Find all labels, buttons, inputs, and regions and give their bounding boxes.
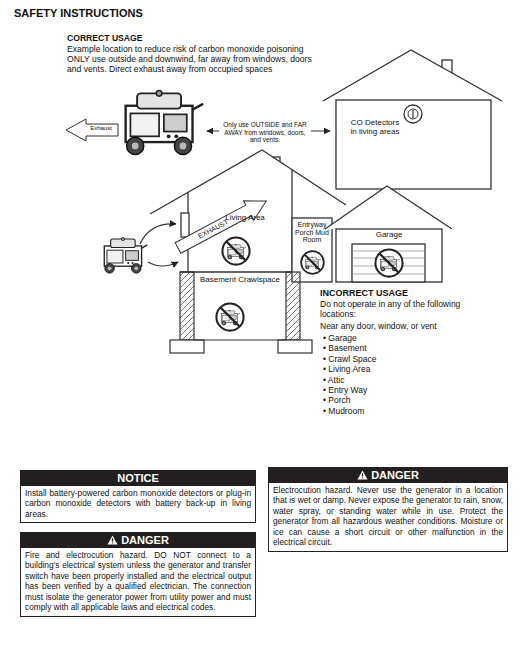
warning-triangle	[357, 470, 368, 480]
room-area: Entryway Porch Mud Room	[293, 221, 331, 244]
exhaust-flow-arrow	[140, 224, 176, 244]
room-label: CO Detectors in living areas	[348, 119, 402, 137]
list-item: • Mudroom	[323, 406, 443, 416]
box-heading: DANGER	[371, 469, 419, 481]
room-label: Living Area	[205, 214, 285, 223]
room-label: Basement Crawlspace	[197, 276, 283, 285]
section-heading: CORRECT USAGE	[67, 33, 325, 43]
list-item: • Living Area	[323, 364, 443, 374]
room-area: Living Area	[205, 214, 285, 223]
prohibited-generator-icon	[375, 249, 402, 276]
instruction-text: Do not operate in any of the following l…	[320, 299, 480, 319]
box-body-text: Install battery-powered carbon monoxide …	[21, 486, 255, 522]
warning-box: DANGER Fire and electrocution hazard. DO …	[20, 532, 256, 617]
room-area: Garage	[340, 231, 438, 240]
room-label: Garage	[340, 231, 438, 240]
box-header: NOTICE	[21, 471, 255, 486]
warning-triangle	[107, 535, 118, 545]
exhaust-arrow	[66, 119, 118, 141]
house-outline	[323, 50, 502, 189]
room-label: Entryway Porch Mud Room	[293, 221, 331, 244]
prohibited-generator-icon	[222, 237, 249, 264]
box-header: DANGER	[269, 468, 507, 483]
list-item: • Attic	[323, 375, 443, 385]
list-item: • Garage	[323, 333, 443, 343]
instruction-text: Example location to reduce risk of carbo…	[67, 44, 325, 74]
co-detector	[404, 105, 422, 123]
room-area: CO Detectors in living areas	[348, 119, 402, 137]
box-body-text: Fire and electrocution hazard. DO NOT co…	[21, 548, 255, 616]
generator	[126, 90, 203, 154]
exhaust-flow-arrow	[148, 262, 178, 266]
warning-box: DANGER Electrocution hazard. Never use th…	[268, 467, 508, 552]
foundation	[170, 272, 312, 353]
list-item: • Basement	[323, 343, 443, 353]
house-outline	[150, 150, 452, 282]
page-title: SAFETY INSTRUCTIONS	[14, 7, 143, 20]
distance-note: Only use OUTSIDE and FAR AWAY from windo…	[219, 120, 311, 145]
list-item: • Crawl Space	[323, 354, 443, 364]
prohibited-generator-icon	[216, 303, 243, 330]
box-body-text: Electrocution hazard. Never use the gene…	[269, 483, 507, 551]
section-heading: INCORRECT USAGE	[320, 288, 500, 299]
room-area: Basement Crawlspace	[197, 276, 283, 285]
box-heading: NOTICE	[117, 472, 159, 484]
box-header: DANGER	[21, 533, 255, 548]
instruction-text: Near any door, window, or vent	[320, 321, 500, 331]
warning-box: NOTICE Install battery-powered carbon mon…	[20, 470, 256, 523]
list-item: • Entry Way	[323, 385, 443, 395]
box-heading: DANGER	[121, 534, 169, 546]
list-item: • Porch	[323, 395, 443, 405]
prohibited-generator-icon	[301, 251, 324, 274]
arrow-label: Exhaust	[84, 125, 118, 132]
